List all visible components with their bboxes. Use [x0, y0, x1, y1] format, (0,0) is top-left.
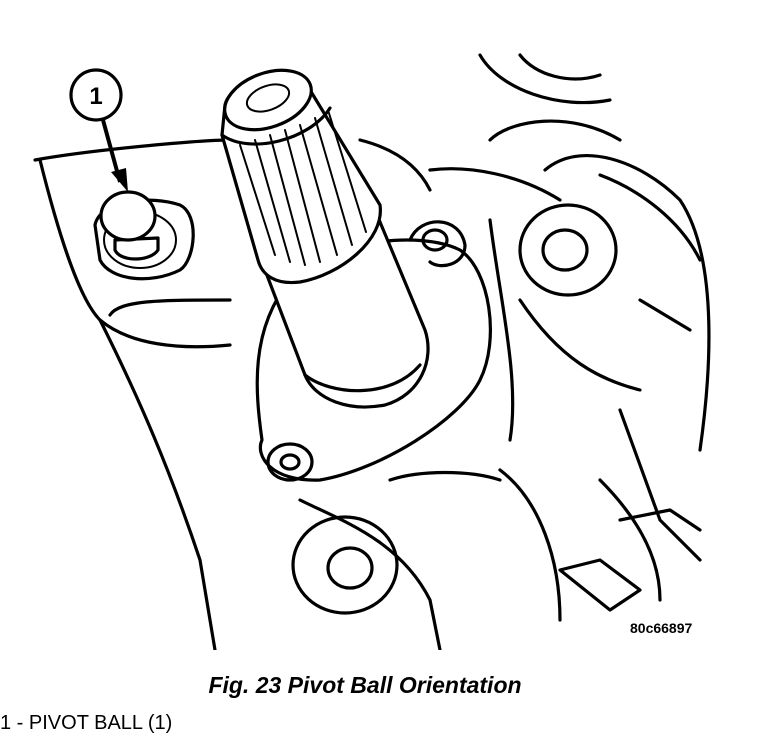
legend-item: 1 - PIVOT BALL (1)	[0, 712, 173, 734]
bolt-boss-right	[518, 203, 618, 297]
bolt-boss-lower	[291, 515, 399, 615]
input-shaft	[220, 68, 430, 409]
transmission-illustration: 1	[33, 53, 711, 650]
image-reference-id: 80c66897	[630, 620, 693, 636]
figure-caption: Fig. 23 Pivot Ball Orientation	[208, 672, 522, 698]
pivot-ball-diagram: 1 80c66897	[33, 53, 711, 650]
pivot-ball	[93, 190, 195, 281]
callout-1: 1	[69, 68, 128, 192]
bearing-retainer	[255, 220, 492, 482]
case-outline	[33, 53, 711, 650]
callout-number: 1	[89, 83, 102, 110]
